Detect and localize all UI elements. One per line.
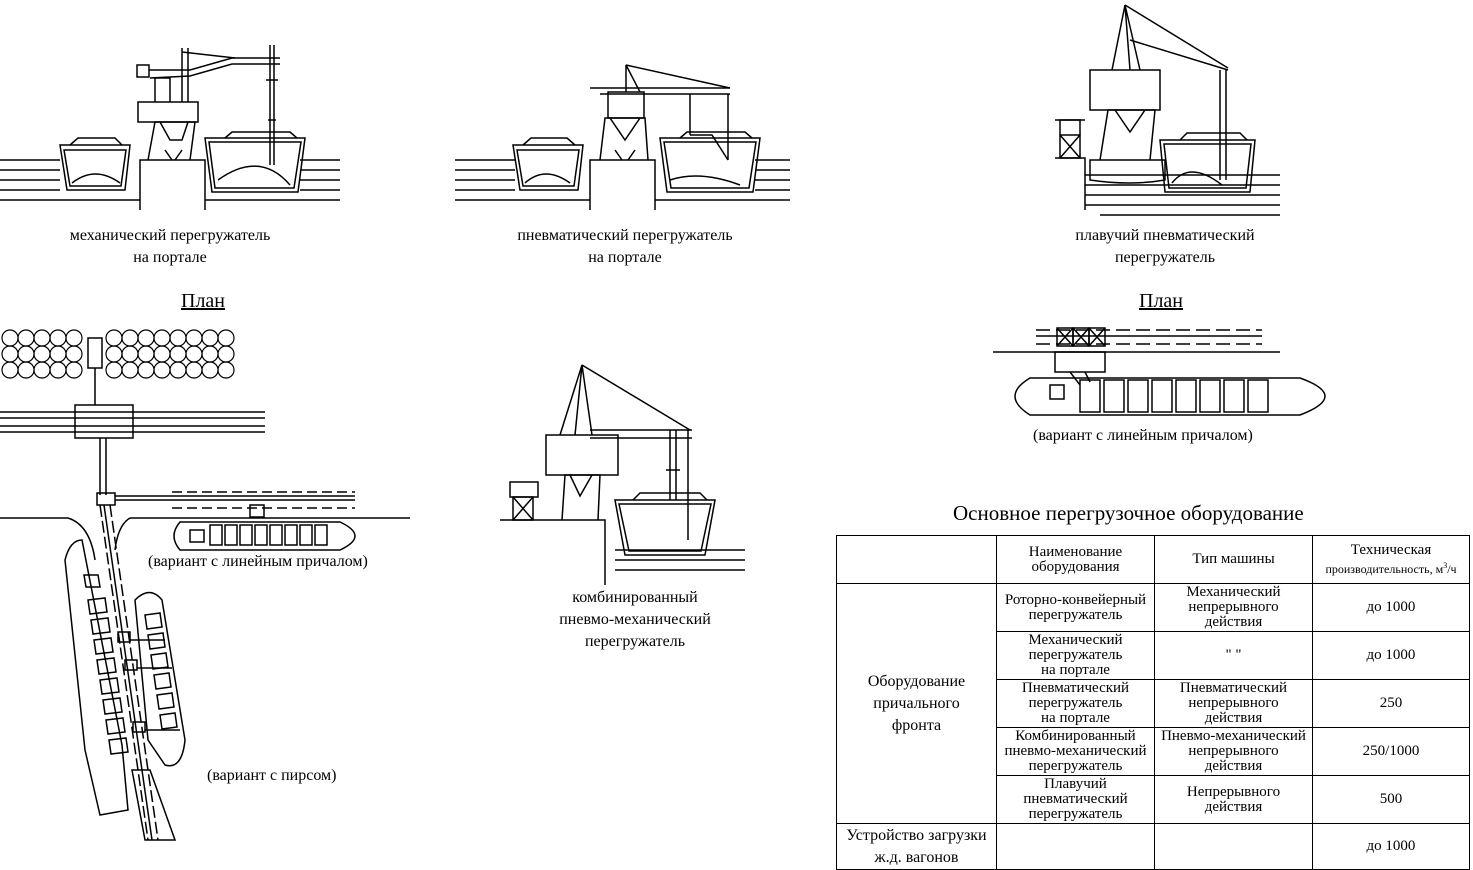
- pneumatic-portal-drawing: [455, 64, 790, 210]
- label-line: механический перегружатель: [69, 227, 271, 244]
- label-line: перегружатель: [1114, 249, 1216, 266]
- plan-right-drawing: [993, 327, 1326, 416]
- cell-line: производительность, м3/ч: [1315, 558, 1467, 577]
- cell-line: Пневматический: [1021, 680, 1130, 696]
- row-perf: 500: [1312, 775, 1470, 824]
- cell-line: действия: [1204, 798, 1263, 815]
- row-perf: 250: [1312, 679, 1470, 728]
- cell-line: Роторно-конвейерный: [1004, 591, 1147, 608]
- cell-line: Непрерывного: [1186, 783, 1281, 800]
- cell-line: непрерывного: [1188, 743, 1279, 759]
- mechanical-portal-drawing: [0, 45, 340, 210]
- cell-line: перегружатель: [1028, 606, 1123, 623]
- plan-right-title: План: [1139, 290, 1184, 312]
- cell-line: перегружатель: [1028, 695, 1123, 711]
- combined-drawing: [500, 364, 745, 585]
- group-berth-front: Оборудование причального фронта: [836, 583, 997, 824]
- perf-unit-sup: 3: [1443, 560, 1448, 570]
- row-type: " ": [1154, 631, 1313, 680]
- cell-line: непрерывного: [1188, 599, 1279, 615]
- plan-left-title: План: [181, 290, 226, 312]
- table-row: Оборудование причального фронта Роторно-…: [836, 583, 1470, 824]
- label-mechanical-portal: механический перегружатель на портале: [40, 225, 300, 269]
- cell-line: Механический: [1186, 584, 1281, 600]
- cell-line: Пневматический: [1179, 680, 1288, 696]
- header-name: Наименование оборудования: [996, 535, 1155, 584]
- cell-line: Комбинированный: [1015, 728, 1136, 744]
- cell-line: пневмо-механический: [1004, 743, 1147, 759]
- cell-line: действия: [1204, 710, 1263, 726]
- label-line: на портале: [588, 249, 662, 266]
- row-perf: до 1000: [1312, 631, 1470, 680]
- cell-line: действия: [1204, 758, 1263, 774]
- cell-line: оборудования: [1031, 558, 1120, 575]
- cell-line: действия: [1204, 614, 1263, 630]
- cell-line: причального: [873, 694, 960, 712]
- label-pneumatic-portal: пневматический перегружатель на портале: [490, 225, 760, 269]
- table-title: Основное перегрузочное оборудование: [953, 501, 1304, 525]
- cell-line: перегружатель: [1028, 758, 1123, 774]
- label-line: пневматический перегружатель: [517, 227, 733, 244]
- header-empty: [836, 535, 997, 584]
- label-line: на портале: [133, 249, 207, 266]
- row-perf: 250/1000: [1312, 727, 1470, 776]
- label-linear-berth-right: (вариант с линейным причалом): [1033, 427, 1253, 444]
- table-header-row: Наименование оборудования Тип машины Тех…: [836, 535, 1470, 584]
- cell-line: ж.д. вагонов: [874, 848, 959, 866]
- header-type: Тип машины: [1154, 535, 1313, 584]
- cell-line: непрерывного: [1188, 695, 1279, 711]
- label-line: плавучий пневматический: [1075, 227, 1255, 244]
- row-perf: до 1000: [1312, 823, 1470, 870]
- cell-line: Наименование: [1028, 543, 1123, 560]
- label-linear-berth-left: (вариант с линейным причалом): [148, 553, 368, 570]
- cell-line: Техническая: [1350, 541, 1432, 558]
- perf-unit-suffix: /ч: [1447, 561, 1457, 576]
- label-line: перегружатель: [584, 633, 686, 650]
- perf-unit-text: производительность, м: [1325, 561, 1444, 576]
- label-line: комбинированный: [572, 589, 698, 606]
- cell-line: перегружатель: [1028, 806, 1123, 822]
- label-line: пневмо-механический: [559, 611, 711, 628]
- cell-line: Механический: [1028, 632, 1123, 648]
- cell-line: на портале: [1041, 662, 1110, 678]
- cell-line: на портале: [1041, 710, 1110, 726]
- cell-line: " ": [1225, 647, 1242, 663]
- plan-left-drawing: [0, 329, 410, 841]
- cell-line: Оборудование: [867, 672, 966, 690]
- equipment-table: Наименование оборудования Тип машины Тех…: [836, 535, 1470, 870]
- table-row: Устройство загрузки ж.д. вагонов до 1000: [836, 823, 1470, 870]
- label-floating: плавучий пневматический перегружатель: [1045, 225, 1285, 269]
- floating-pneumatic-drawing: [1055, 4, 1280, 216]
- row-perf: до 1000: [1312, 583, 1470, 632]
- row-name: [996, 823, 1155, 870]
- header-performance: Техническая производительность, м3/ч: [1312, 535, 1470, 584]
- cell-line: Устройство загрузки: [846, 826, 987, 844]
- cell-line: фронта: [891, 716, 942, 734]
- cell-line: перегружатель: [1028, 647, 1123, 663]
- group-rail-loading: Устройство загрузки ж.д. вагонов: [836, 823, 997, 870]
- cell-line: пневматический: [1023, 791, 1128, 807]
- row-type: [1154, 823, 1313, 870]
- cell-line: Пневмо-механический: [1161, 728, 1306, 744]
- label-combined: комбинированный пневмо-механический пере…: [520, 587, 750, 653]
- label-pier: (вариант с пирсом): [207, 767, 337, 784]
- cell-line: Плавучий: [1044, 776, 1107, 792]
